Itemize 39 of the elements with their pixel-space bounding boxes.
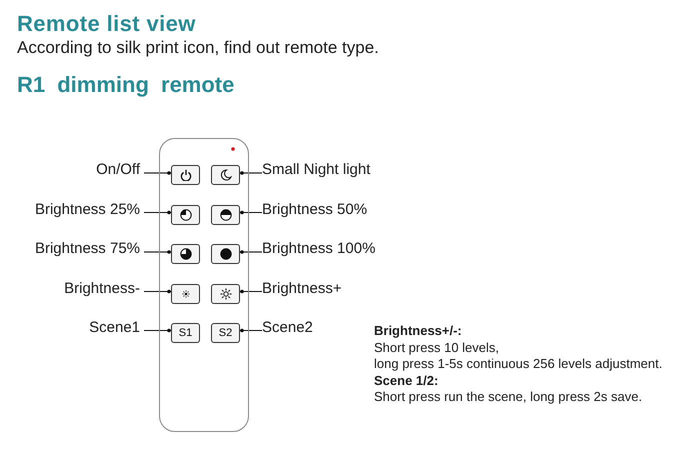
section-heading: R1 dimming remote: [17, 72, 234, 98]
callout-label: Scene2: [262, 318, 313, 336]
leader-line: [240, 210, 262, 214]
remote-button: [211, 244, 240, 264]
leader-line: [240, 250, 262, 254]
callout-label: Brightness 75%: [34, 240, 140, 258]
note-text: Short press run the scene, long press 2s save.: [374, 389, 642, 404]
remote-button: [211, 165, 240, 185]
callout-label: Brightness 100%: [262, 240, 376, 258]
leader-line: [240, 290, 262, 294]
note-heading: Scene 1/2:: [374, 373, 438, 388]
callout-label: Brightness-: [64, 280, 140, 298]
note-text: long press 1-5s continuous 256 levels adjustment.: [374, 356, 662, 371]
leader-line: [144, 210, 172, 214]
callout-label: Brightness 25%: [34, 200, 140, 218]
callout-label: Brightness+: [262, 280, 342, 298]
remote-button: [211, 284, 240, 304]
callout-label: Scene1: [89, 318, 140, 336]
callout-label: On/Off: [96, 161, 140, 179]
leader-line: [144, 171, 172, 175]
leader-line: [144, 290, 172, 294]
remote-body: [159, 138, 249, 432]
page-title: Remote list view: [17, 11, 196, 37]
callout-label: Small Night light: [262, 161, 370, 179]
callout-label: Brightness 50%: [262, 200, 368, 218]
remote-button: [171, 165, 200, 185]
subtitle: According to silk print icon, find out remote type.: [17, 38, 379, 58]
leader-line: [144, 250, 172, 254]
leader-line: [240, 328, 262, 332]
leader-line: [144, 328, 172, 332]
note-text: Short press 10 levels,: [374, 340, 500, 355]
remote-button: [211, 204, 240, 224]
remote-button: [171, 244, 200, 264]
leader-line: [240, 171, 262, 175]
remote-button: [171, 204, 200, 224]
note-heading: Brightness+/-:: [374, 323, 462, 338]
remote-button: [171, 284, 200, 304]
remote-button: S2: [211, 322, 240, 342]
remote-button: S1: [171, 322, 200, 342]
